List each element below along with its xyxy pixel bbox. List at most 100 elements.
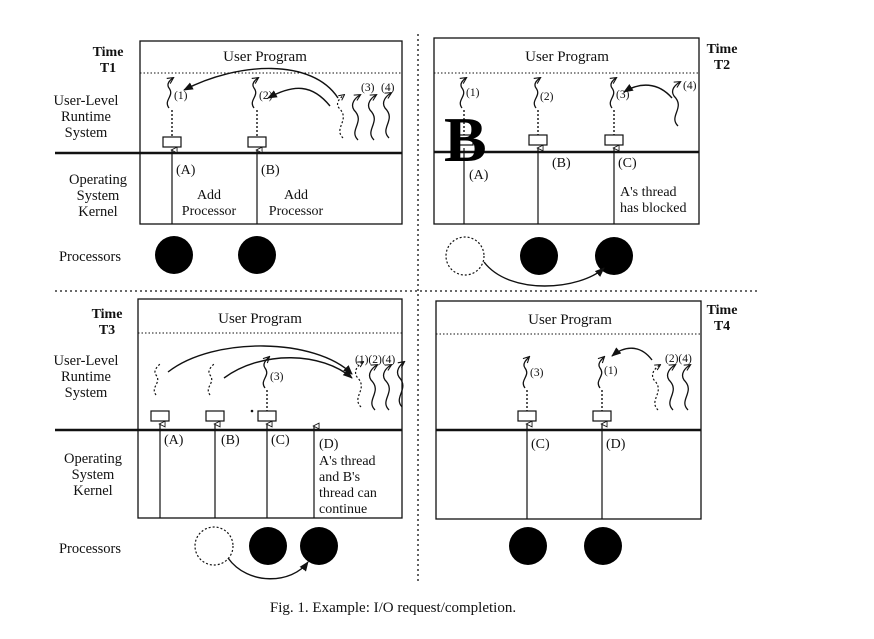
t2-arrow-to-3 — [623, 84, 673, 99]
t4-time-label: Time — [707, 303, 738, 318]
t3-thread-a-ghost — [153, 363, 161, 396]
t2-thread-tag-4: (4) — [683, 80, 697, 92]
t1-arrow-to-1 — [183, 67, 339, 99]
t1-note-a-line2: Processor — [182, 204, 237, 219]
t1-processor-a — [155, 236, 193, 274]
t3-note-line3: thread can — [319, 486, 377, 501]
t3-frame — [137, 298, 403, 519]
t2-processor-b — [520, 237, 558, 275]
t3-arrow-from-a — [167, 345, 353, 375]
t3-arrow-from-b — [223, 357, 353, 379]
processors-label: Processors — [59, 249, 121, 265]
kernel-label-line2: System — [77, 188, 120, 204]
t2-frame — [433, 37, 700, 225]
t1-processor-b — [238, 236, 276, 274]
t3-processor-free — [194, 526, 234, 566]
runtime-label-line3: System — [65, 125, 108, 141]
t3-slot-b — [205, 410, 225, 422]
t3-slot-label-d: (D) — [319, 437, 339, 452]
t2-thread-2 — [534, 78, 540, 109]
runtime-label-line2: Runtime — [61, 109, 111, 125]
t1-thread-1 — [167, 78, 173, 109]
t4-thread-tag-3: (3) — [530, 367, 544, 379]
runtime-label-b-line1: User-Level — [54, 353, 119, 369]
t1-slot-a — [162, 136, 182, 148]
t1-user-program-label: User Program — [223, 49, 307, 65]
t4-thread-1 — [597, 357, 604, 389]
t3-slot-label-c: (C) — [271, 433, 290, 448]
t2-id-label: T2 — [714, 58, 730, 73]
t2-user-program-label: User Program — [525, 49, 609, 65]
t1-note-b-line2: Processor — [269, 204, 324, 219]
t1-thread-tag-3: (3) — [361, 82, 375, 94]
t3-thread-tag-3: (3) — [270, 371, 284, 383]
t3-processor-d — [300, 527, 338, 565]
t2-thread-tag-3: (3) — [616, 89, 630, 101]
t3-thread-q2 — [368, 365, 377, 411]
t2-note-line2: has blocked — [620, 201, 686, 216]
runtime-label-line1: User-Level — [54, 93, 119, 109]
t2-slot-a — [454, 134, 474, 146]
t1-arrow-to-2 — [267, 87, 331, 107]
t4-id-label: T4 — [714, 319, 730, 334]
panel-t2: Time T2 User Program B (A) (B) (C) A's t… — [433, 37, 738, 287]
t2-processor-move-arrow — [483, 261, 605, 287]
t3-thread-3 — [262, 357, 269, 389]
kernel-label-b-line3: Kernel — [73, 483, 112, 499]
t3-thread-q4 — [396, 362, 404, 408]
t2-slot-label-a: (A) — [469, 168, 489, 183]
t1-thread-3 — [336, 95, 344, 139]
figure-caption: Fig. 1. Example: I/O request/completion. — [270, 600, 516, 616]
t2-thread-tag-1: (1) — [466, 87, 480, 99]
panel-t1: Time T1 User Program (A) (B) Add Process… — [55, 40, 403, 274]
t4-thread-q1 — [651, 365, 660, 411]
t3-thread-b-ghost — [207, 363, 215, 396]
t3-slot-label-b: (B) — [221, 433, 240, 448]
t4-processor-d — [584, 527, 622, 565]
t1-thread-tag-1: (1) — [174, 90, 188, 102]
t3-note-line2: and B's — [319, 470, 360, 485]
t4-thread-3 — [522, 357, 529, 389]
t4-slot-c — [517, 410, 537, 422]
t1-thread-6 — [382, 93, 391, 139]
t4-slot-label-d: (D) — [606, 437, 626, 452]
t3-processor-c — [249, 527, 287, 565]
t4-arrow-to-1 — [611, 347, 653, 361]
t1-note-a-line1: Add — [197, 188, 221, 203]
t3-thread-tag-124: (1)(2)(4) — [355, 354, 395, 366]
t2-thread-tag-2: (2) — [540, 91, 554, 103]
t2-slot-label-b: (B) — [552, 156, 571, 171]
t3-id-label: T3 — [99, 323, 115, 338]
t4-thread-tag-1: (1) — [604, 365, 618, 377]
t3-note-line4: continue — [319, 502, 367, 517]
t4-slot-label-c: (C) — [531, 437, 550, 452]
t2-slot-b — [528, 134, 548, 146]
t3-slot-label-a: (A) — [164, 433, 184, 448]
t1-slot-label-b: (B) — [261, 163, 280, 178]
t3-dot — [250, 409, 254, 413]
t1-time-label: Time — [93, 45, 124, 60]
t2-note-line1: A's thread — [620, 185, 677, 200]
t2-processor-c — [595, 237, 633, 275]
t2-overlay-letter: B — [444, 104, 487, 175]
t2-thread-3 — [610, 78, 616, 109]
side-labels-top: User-Level Runtime System Operating Syst… — [54, 93, 127, 265]
t2-slot-c — [604, 134, 624, 146]
t3-thread-q1 — [354, 362, 363, 408]
runtime-label-b-line3: System — [65, 385, 108, 401]
kernel-label-line1: Operating — [69, 172, 127, 188]
t4-processor-c — [509, 527, 547, 565]
t1-slot-label-a: (A) — [176, 163, 196, 178]
t2-time-label: Time — [707, 42, 738, 57]
t2-thread-1 — [460, 78, 466, 109]
t1-thread-tag-4: (4) — [381, 82, 395, 94]
t3-user-program-label: User Program — [218, 311, 302, 327]
t4-thread-q3 — [681, 365, 690, 411]
t2-slot-label-c: (C) — [618, 156, 637, 171]
t4-thread-q2 — [666, 365, 675, 411]
t3-thread-q3 — [382, 365, 391, 411]
t1-thread-4 — [351, 95, 360, 141]
t1-frame — [139, 40, 403, 225]
t1-note-b-line1: Add — [284, 188, 308, 203]
